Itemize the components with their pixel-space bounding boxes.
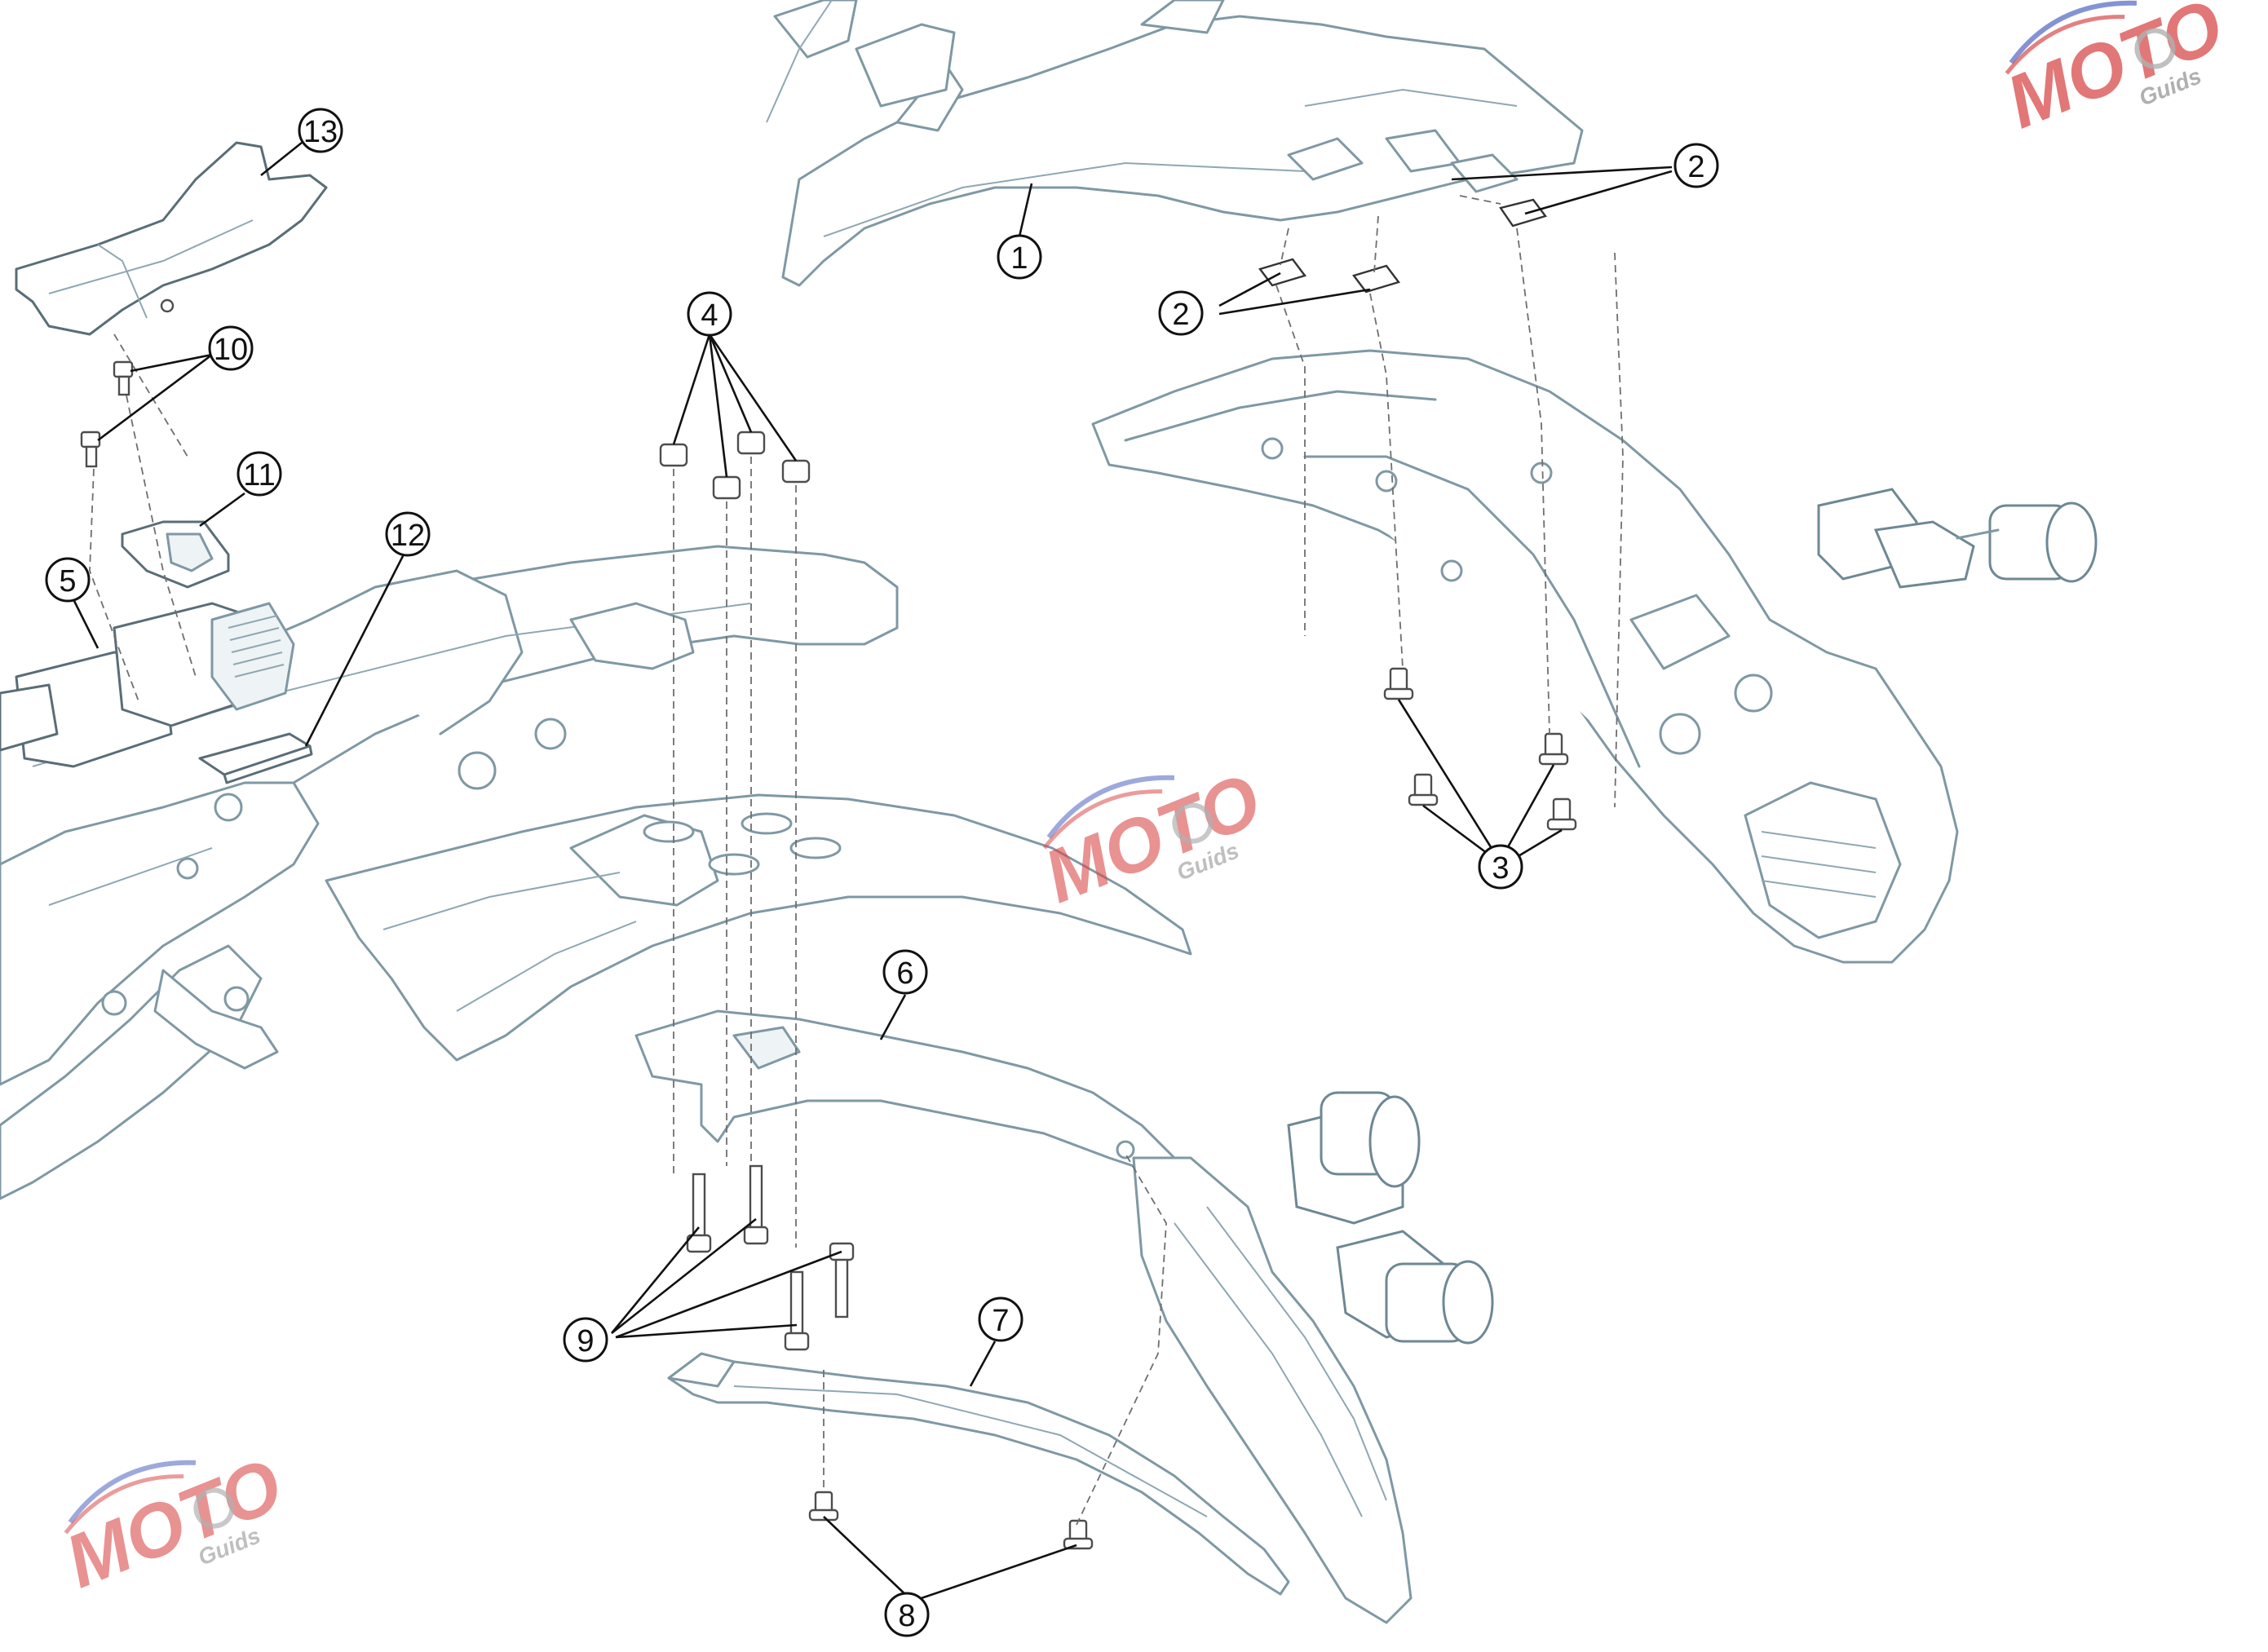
callout-9: 9 [563, 1317, 608, 1363]
svg-text:2: 2 [1172, 298, 1189, 332]
bracket-11 [121, 520, 230, 589]
svg-text:4: 4 [701, 298, 718, 333]
svg-text:5: 5 [59, 564, 76, 599]
callout-12: 12 [385, 511, 431, 557]
svg-text:12: 12 [391, 519, 425, 553]
svg-text:8: 8 [898, 1599, 915, 1633]
svg-text:2: 2 [1687, 150, 1704, 184]
callout-1: 1 [997, 234, 1042, 280]
callout-5: 5 [45, 557, 91, 603]
callout-4: 4 [687, 291, 732, 337]
watermark-bottom-left: MOTO Guids [55, 1443, 294, 1604]
screws-10 [80, 360, 134, 468]
screws-8 [808, 1491, 1094, 1550]
svg-text:7: 7 [992, 1304, 1009, 1338]
callout-6: 6 [882, 949, 928, 995]
callout-2-lower: 2 [1158, 290, 1204, 336]
svg-text:11: 11 [243, 458, 275, 493]
svg-text:9: 9 [577, 1324, 594, 1358]
nuts-4 [659, 431, 811, 500]
screws-3 [1383, 667, 1577, 831]
fuse-label-12 [198, 732, 313, 784]
svg-text:13: 13 [303, 115, 338, 149]
tail-tidy-assembly [1091, 349, 2098, 964]
ecu-box [0, 602, 295, 768]
svg-text:MOTO: MOTO [1033, 758, 1272, 919]
callout-3: 3 [1478, 844, 1523, 890]
svg-text:3: 3 [1492, 851, 1509, 886]
callout-7: 7 [978, 1296, 1023, 1342]
callout-13: 13 [298, 108, 343, 153]
watermark-top-right: MOTO Guids [1996, 0, 2235, 144]
callout-2-top: 2 [1673, 143, 1719, 188]
svg-text:1: 1 [1010, 241, 1028, 276]
rear-fender-middle [325, 793, 1192, 1062]
callout-leaders [72, 141, 1673, 1604]
svg-text:MOTO: MOTO [55, 1443, 294, 1604]
cover-13 [15, 141, 328, 336]
license-bracket-6 [634, 1009, 1494, 1624]
seat-cowl-1 [766, 0, 1584, 287]
svg-text:10: 10 [214, 333, 248, 367]
bolts-9 [686, 1164, 855, 1351]
assembly-guide-lines [89, 195, 1624, 1526]
callout-10: 10 [208, 325, 254, 371]
watermark-middle: MOTO Guids [1033, 758, 1272, 919]
callout-11: 11 [237, 451, 282, 497]
rear-subframe [0, 545, 899, 1200]
svg-text:6: 6 [896, 956, 913, 991]
lower-fender-7 [667, 1352, 1290, 1596]
callout-8: 8 [884, 1592, 930, 1637]
